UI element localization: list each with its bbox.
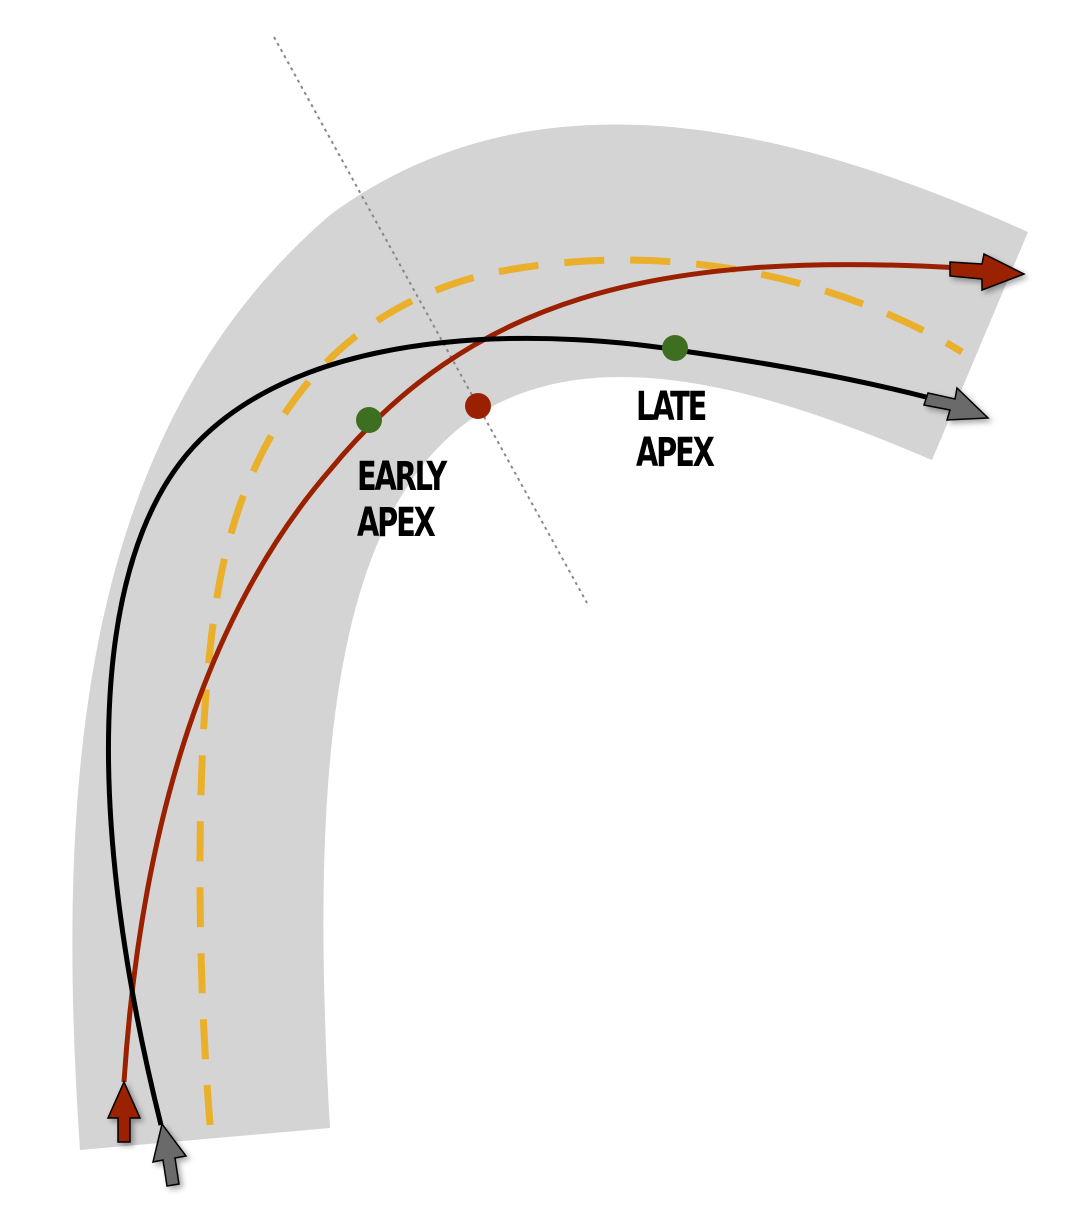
late-apex-label-line2: APEX	[636, 430, 715, 476]
track	[72, 124, 1028, 1151]
arrow-icon	[949, 252, 1026, 292]
arrow-icon	[152, 1122, 188, 1187]
early-apex-label-line2: APEX	[357, 500, 436, 546]
early-apex-label-line1: EARLY	[357, 454, 447, 500]
late-apex-dot	[662, 335, 688, 361]
arrow-icon	[923, 386, 990, 421]
early-apex-label: EARLY APEX	[357, 454, 447, 546]
late-apex-label: LATE APEX	[636, 384, 715, 476]
center-dashed-line	[196, 256, 964, 1126]
early-apex-line	[121, 262, 961, 1083]
apex-divider-line	[273, 36, 588, 604]
late-apex-line	[105, 335, 931, 1126]
late-apex-label-line1: LATE	[636, 384, 707, 430]
arrow-icon	[106, 1080, 142, 1143]
geometric-apex-dot	[465, 393, 491, 419]
early-apex-dot	[356, 407, 382, 433]
